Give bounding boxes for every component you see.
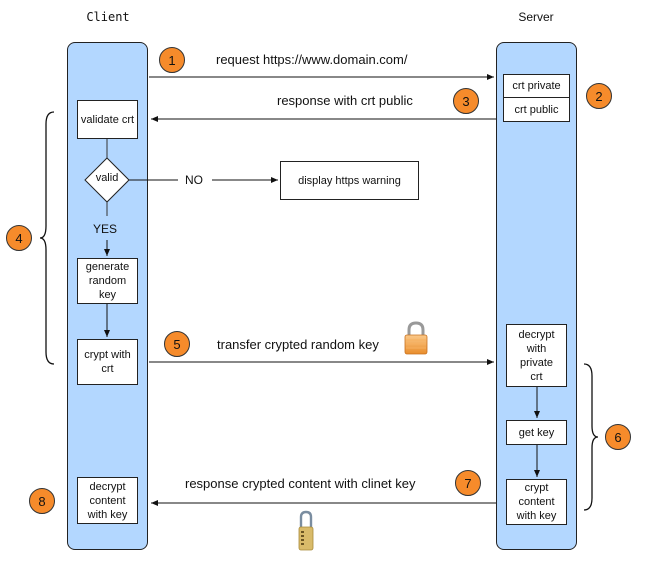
step-badge-3: 3 bbox=[453, 88, 479, 114]
validate-crt-box: validate crt bbox=[77, 100, 138, 139]
step-badge-6: 6 bbox=[605, 424, 631, 450]
step-badge-4: 4 bbox=[6, 225, 32, 251]
server-lane-title: Server bbox=[518, 10, 554, 24]
no-label: NO bbox=[183, 173, 205, 187]
brace-step-4 bbox=[39, 111, 55, 365]
step-badge-8: 8 bbox=[29, 488, 55, 514]
combination-lock-icon bbox=[298, 510, 314, 551]
step-badge-2: 2 bbox=[586, 83, 612, 109]
decrypt-content-box: decrypt content with key bbox=[77, 477, 138, 524]
get-key-box: get key bbox=[506, 420, 567, 445]
step-badge-1: 1 bbox=[159, 47, 185, 73]
padlock-icon bbox=[404, 321, 428, 355]
crt-public-box: crt public bbox=[503, 97, 570, 122]
display-https-warning-box: display https warning bbox=[280, 161, 419, 200]
valid-decision-label: valid bbox=[95, 172, 119, 184]
crypt-with-crt-box: crypt with crt bbox=[77, 339, 138, 385]
generate-random-key-box: generate random key bbox=[77, 258, 138, 304]
crypt-content-box: crypt content with key bbox=[506, 479, 567, 525]
client-lane-title: Client bbox=[86, 10, 130, 24]
step-badge-7: 7 bbox=[455, 470, 481, 496]
step-badge-5: 5 bbox=[164, 331, 190, 357]
message-request: request https://www.domain.com/ bbox=[216, 52, 408, 67]
message-transfer-key: transfer crypted random key bbox=[217, 337, 379, 352]
brace-step-6 bbox=[583, 363, 599, 511]
message-response-crt: response with crt public bbox=[277, 93, 413, 108]
crt-private-box: crt private bbox=[503, 74, 570, 98]
decrypt-with-private-crt-box: decrypt with private crt bbox=[506, 324, 567, 387]
yes-label: YES bbox=[93, 222, 118, 236]
message-response-content: response crypted content with clinet key bbox=[185, 476, 416, 491]
